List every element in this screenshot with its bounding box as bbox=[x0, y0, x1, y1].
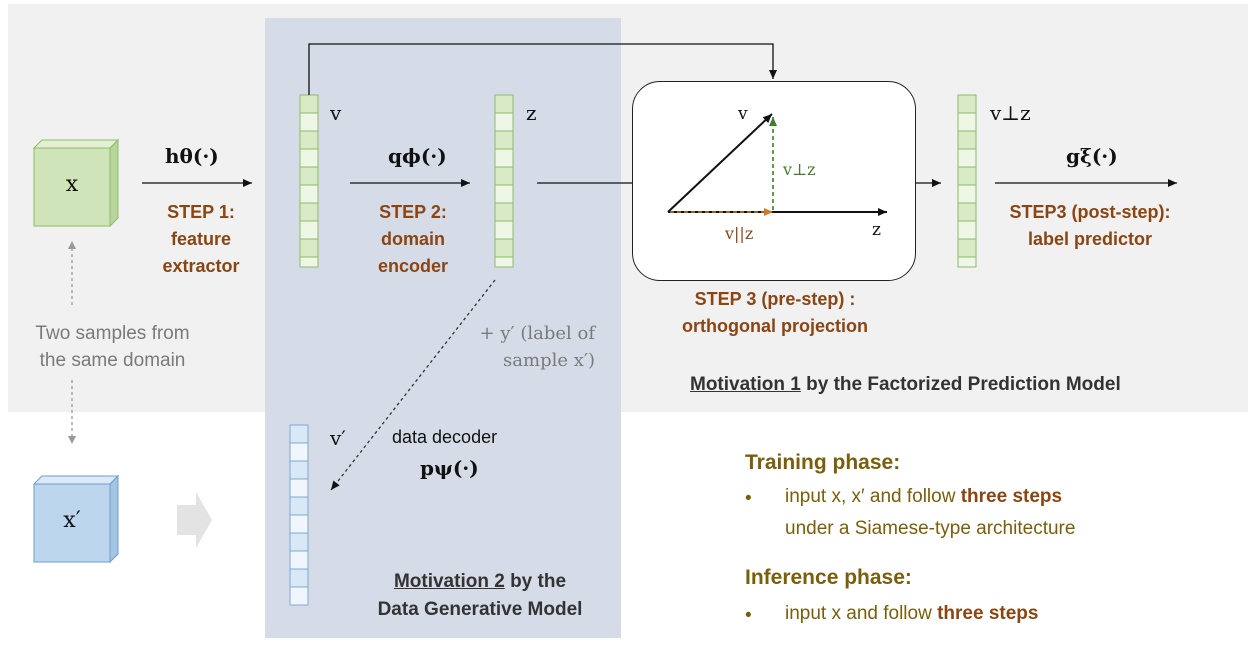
cube-x bbox=[32, 138, 120, 228]
step3-pre-label: STEP 3 (pre-step) : orthogonal projectio… bbox=[682, 289, 868, 336]
training-line-2: under a Siamese-type architecture bbox=[785, 518, 1076, 539]
cube-x-prime-label: x′ bbox=[63, 508, 81, 533]
inference-line: input x and follow three steps bbox=[785, 603, 1039, 624]
vector-v-perp-z-label: v⊥z bbox=[990, 101, 1031, 125]
vector-v-prime-label: v′ bbox=[330, 426, 346, 450]
step3-post-label: STEP3 (post-step): label predictor bbox=[1009, 202, 1171, 249]
feature-extractor-function: hθ(·) bbox=[165, 144, 219, 168]
vector-v-label: v bbox=[330, 101, 342, 125]
cube-x-label: x bbox=[65, 172, 79, 197]
label-hint: + y′ (label of sample x′) bbox=[479, 323, 595, 371]
proj-v-par-z-label: v||z bbox=[725, 224, 754, 243]
training-bullet: • bbox=[745, 488, 752, 509]
label-predictor-function: gξ(·) bbox=[1066, 144, 1118, 168]
domain-encoder-function: qϕ(·) bbox=[388, 144, 447, 168]
proj-vector-v bbox=[667, 113, 773, 213]
factorized-model-panel bbox=[8, 4, 1248, 412]
training-phase-title: Training phase: bbox=[745, 451, 901, 474]
vector-z-cells bbox=[494, 94, 514, 268]
cube-x-prime bbox=[32, 474, 120, 564]
data-decoder-function: pψ(·) bbox=[420, 456, 479, 480]
inference-bullet: • bbox=[745, 605, 752, 626]
arrow-v-to-projection bbox=[308, 43, 777, 95]
siamese-arrow bbox=[177, 492, 212, 548]
training-line-1: input x, x′ and follow three steps bbox=[785, 486, 1063, 507]
step2-label: STEP 2: domain encoder bbox=[377, 202, 449, 276]
arrow-z-to-vprime bbox=[330, 279, 496, 491]
step1-label: STEP 1: feature extractor bbox=[162, 202, 240, 276]
data-decoder-label: data decoder bbox=[392, 427, 498, 447]
vector-v-cells bbox=[299, 94, 319, 268]
inference-phase-title: Inference phase: bbox=[745, 566, 912, 589]
proj-z-label: z bbox=[872, 220, 881, 240]
vector-v-perp-z-cells bbox=[957, 94, 977, 268]
motivation1-caption: Motivation 1 by the Factorized Predictio… bbox=[690, 374, 1121, 395]
generative-model-panel bbox=[265, 18, 621, 638]
motivation2-caption: Motivation 2 by the Data Generative Mode… bbox=[377, 571, 583, 620]
proj-v-label: v bbox=[738, 104, 748, 124]
vector-v-prime-cells bbox=[289, 424, 309, 606]
proj-v-perp-z-label: v⊥z bbox=[783, 160, 816, 179]
orthogonal-projection-box bbox=[632, 81, 916, 281]
same-domain-note: Two samples from the same domain bbox=[35, 323, 190, 371]
vector-z-label: z bbox=[526, 101, 537, 125]
